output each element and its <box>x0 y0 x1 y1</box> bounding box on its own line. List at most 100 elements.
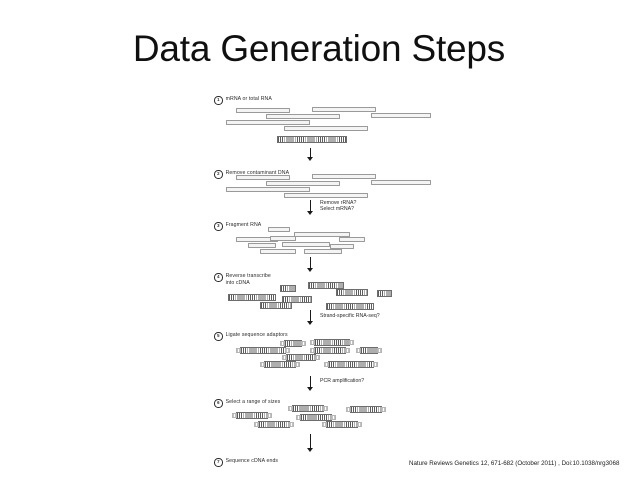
cdna-fragment <box>326 303 374 311</box>
adaptor-cap-icon <box>289 422 294 428</box>
rna-strand <box>371 113 431 119</box>
adaptor-cap-icon <box>349 340 354 346</box>
rna-strand <box>312 107 376 113</box>
arrow-step-6-to-7 <box>306 434 315 454</box>
adaptor-cap-icon <box>295 362 300 368</box>
step-6-label: Select a range of sizes <box>225 399 281 406</box>
adaptor-cap-icon <box>236 348 241 354</box>
step-7-label: Sequence cDNA ends <box>225 458 279 465</box>
adaptor-cap-icon <box>315 355 320 361</box>
annotation-strand-specific: Strand-specific RNA-seq? <box>320 313 380 319</box>
rna-strand <box>312 174 376 180</box>
adaptor-cap-icon <box>260 362 265 368</box>
size-selected-fragment <box>296 414 336 422</box>
step-3-number: 3 <box>214 222 223 231</box>
step-6-number: 6 <box>214 399 223 408</box>
arrow-step-2-to-3 <box>306 200 315 216</box>
adaptor-cap-icon <box>331 415 336 421</box>
adaptor-cap-icon <box>301 341 306 347</box>
step-3-label: Fragment RNA <box>225 222 262 229</box>
adaptor-cap-icon <box>356 348 361 354</box>
adaptor-cap-icon <box>381 407 386 413</box>
step-2-label: Remove contaminant DNA <box>225 170 290 177</box>
rna-fragment <box>330 244 354 250</box>
adaptor-cap-icon <box>323 406 328 412</box>
rna-fragment <box>304 249 342 255</box>
size-selected-fragment <box>254 421 294 429</box>
adaptor-ligated-fragment <box>356 347 382 355</box>
rna-strand <box>226 120 310 126</box>
size-selected-fragment <box>346 406 386 414</box>
cdna-fragment <box>280 285 296 293</box>
step-5-number: 5 <box>214 332 223 341</box>
adaptor-cap-icon <box>322 422 327 428</box>
citation-text: Nature Reviews Genetics 12, 671-682 (Oct… <box>409 460 620 467</box>
rna-strand <box>226 187 310 193</box>
annotation-remove-rrna: Remove rRNA? Select mRNA? <box>320 200 357 213</box>
size-selected-fragment <box>322 421 362 429</box>
size-selected-fragment <box>232 412 272 420</box>
rna-fragment <box>339 237 365 243</box>
rna-fragment <box>248 243 276 249</box>
arrow-step-5-to-6 <box>306 376 315 392</box>
step-2-number: 2 <box>214 170 223 179</box>
adaptor-ligated-fragment <box>236 347 290 355</box>
size-selected-fragment <box>288 405 328 413</box>
step-5-label: Ligate sequence adaptors <box>225 332 288 339</box>
adaptor-ligated-fragment <box>280 340 306 348</box>
adaptor-cap-icon <box>373 362 378 368</box>
adaptor-cap-icon <box>324 362 329 368</box>
rna-strand <box>284 193 368 199</box>
adaptor-ligated-fragment <box>310 339 354 347</box>
adaptor-cap-icon <box>310 340 315 346</box>
adaptor-cap-icon <box>280 341 285 347</box>
rna-fragment <box>282 242 330 248</box>
rna-strand <box>266 114 340 120</box>
cdna-fragment <box>308 282 344 290</box>
rna-strand <box>236 175 290 181</box>
adaptor-ligated-fragment <box>260 361 300 369</box>
adaptor-cap-icon <box>345 348 350 354</box>
page-title: Data Generation Steps <box>132 28 506 69</box>
adaptor-cap-icon <box>267 413 272 419</box>
step-1-number: 1 <box>214 96 223 105</box>
adaptor-ligated-fragment <box>282 354 320 362</box>
rna-fragment <box>294 232 350 238</box>
step-7-number: 7 <box>214 458 223 467</box>
step-4-label: Reverse transcribe into cDNA <box>225 273 271 286</box>
adaptor-ligated-fragment <box>324 361 378 369</box>
adaptor-cap-icon <box>296 415 301 421</box>
rna-fragment <box>260 249 296 255</box>
arrow-step-3-to-4 <box>306 257 315 273</box>
adaptor-cap-icon <box>357 422 362 428</box>
adaptor-cap-icon <box>282 355 287 361</box>
arrow-step-4-to-5 <box>306 310 315 326</box>
rna-fragment <box>270 236 296 242</box>
adaptor-cap-icon <box>310 348 315 354</box>
contaminant-dna-strand <box>277 136 347 144</box>
adaptor-cap-icon <box>254 422 259 428</box>
adaptor-cap-icon <box>285 348 290 354</box>
rna-strand <box>266 181 340 187</box>
cdna-fragment <box>260 302 292 310</box>
adaptor-ligated-fragment <box>310 347 350 355</box>
annotation-pcr-amplification: PCR amplification? <box>320 378 365 384</box>
rna-fragment <box>268 227 290 233</box>
rna-strand <box>371 180 431 186</box>
rna-strand <box>284 126 368 132</box>
cdna-fragment <box>282 296 312 304</box>
arrow-step-1-to-2 <box>306 148 315 162</box>
cdna-fragment <box>228 294 276 302</box>
adaptor-cap-icon <box>288 406 293 412</box>
cdna-fragment <box>377 290 392 298</box>
step-4-number: 4 <box>214 273 223 282</box>
adaptor-cap-icon <box>232 413 237 419</box>
